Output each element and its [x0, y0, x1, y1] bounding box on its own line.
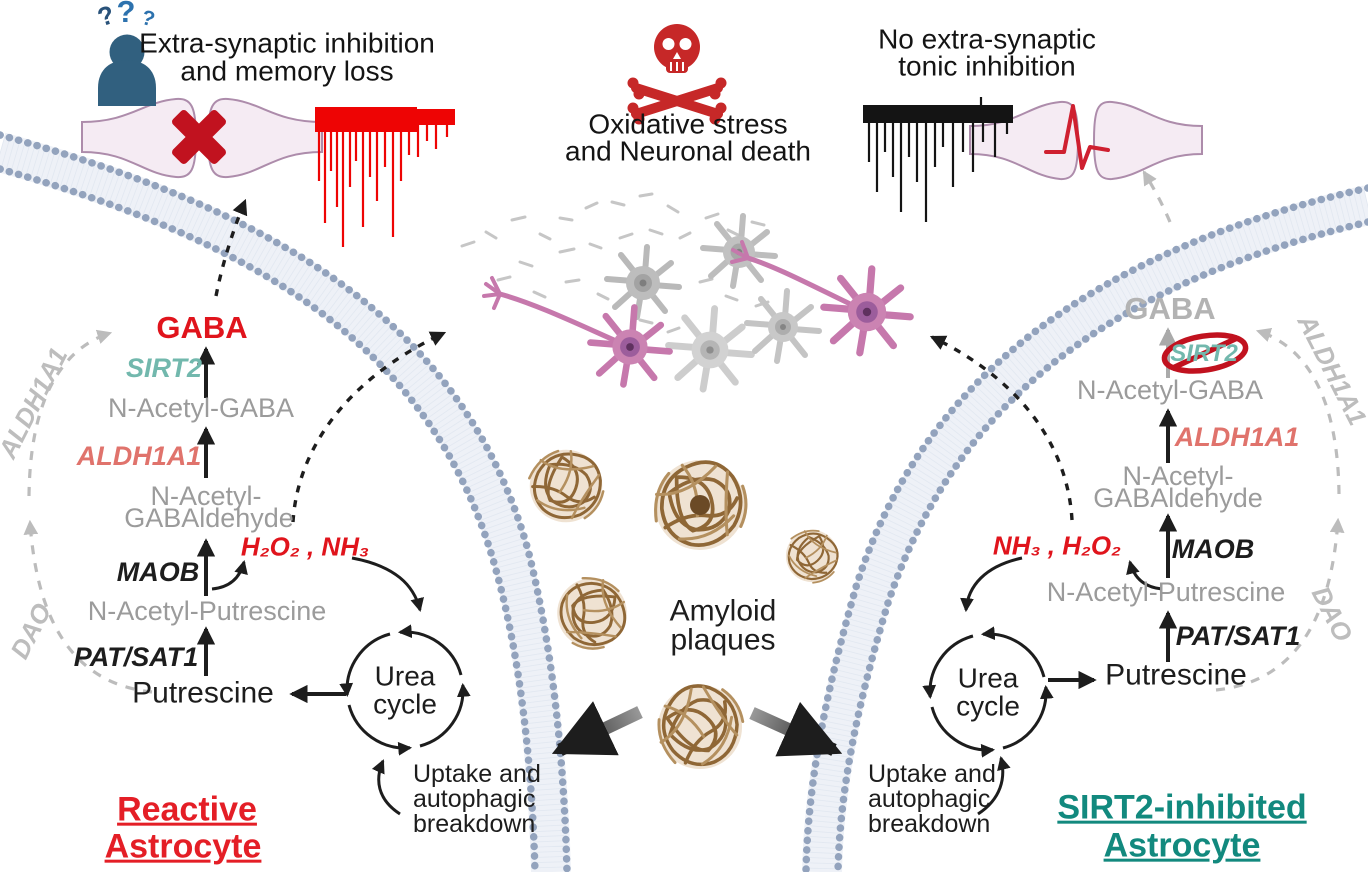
- uptake-label-right: Uptake and: [868, 760, 996, 788]
- maob-enzyme-right: MAOB: [1171, 534, 1255, 565]
- pat-sat1-enzyme-left: PAT/SAT1: [73, 642, 199, 673]
- urea-cycle-label-right: cycle: [956, 690, 1020, 722]
- prohibition-icon: [1161, 332, 1249, 374]
- reactive-astrocyte-title: Reactive: [117, 790, 257, 829]
- dying-neuron: [669, 309, 752, 390]
- n-acetyl-gabaldehyde-left: N-Acetyl-: [150, 481, 262, 512]
- byproducts-left: H₂O₂ , NH₃: [240, 531, 370, 562]
- aldh1a1-enzyme-right: ALDH1A1: [1174, 422, 1300, 453]
- dao-alt-pathway-right: [1215, 517, 1345, 692]
- aldh1a1-alt-pathway-left: [27, 329, 113, 497]
- caption-memory-loss: and memory loss: [180, 55, 394, 87]
- caption-oxidative-stress: and Neuronal death: [565, 135, 811, 167]
- left-to-neurons-arrow: [291, 331, 447, 523]
- plaque-uptake-arrow-right: [749, 701, 843, 757]
- skull-crossbones-icon: [627, 24, 727, 125]
- to-right-synapse-arrow: [1142, 170, 1172, 223]
- uptake-label-left: Uptake and: [413, 760, 541, 788]
- action-potential-icon: [1044, 104, 1110, 170]
- sirt2-inhibited-astrocyte-title: SIRT2-inhibited: [1057, 788, 1307, 827]
- n-acetyl-putrescine-left: N-Acetyl-Putrescine: [87, 596, 327, 627]
- reactive-astrocyte-title: Astrocyte: [104, 827, 262, 866]
- sirt2-inhibited-astrocyte-title: Astrocyte: [1103, 826, 1261, 865]
- urea-cycle-label-left: Urea: [374, 660, 436, 692]
- dashed-arrows: [23, 170, 1345, 694]
- dying-neuron: [747, 291, 819, 361]
- amyloid-plaque: [520, 441, 612, 531]
- putrescine-right: Putrescine: [1105, 658, 1247, 692]
- amyloid-plaque: [639, 444, 761, 566]
- uptake-label-right: autophagic: [868, 785, 991, 813]
- blocked-synapse-illustration: [81, 97, 323, 179]
- uptake-label-left: breakdown: [413, 810, 536, 838]
- n-acetyl-gabaldehyde-left: GABAldehyde: [124, 503, 294, 534]
- healthy-neuron: [482, 276, 670, 384]
- nh3-to-urea-arrow: [351, 556, 424, 613]
- sirt2-enzyme-right: SIRT2: [1170, 339, 1238, 367]
- person-icon: [98, 34, 156, 106]
- uptake-to-urea-arrow: [977, 755, 1011, 816]
- n-acetyl-gaba-right: N-Acetyl-GABA: [1076, 375, 1264, 406]
- caption-no-tonic-inhibition: No extra-synaptic: [878, 23, 1096, 55]
- urea-cycle-label-left: cycle: [373, 688, 437, 720]
- amyloid-plaques-label: plaques: [670, 623, 776, 657]
- putrescine-left: Putrescine: [132, 676, 274, 710]
- n-acetyl-putrescine-right: N-Acetyl-Putrescine: [1046, 577, 1286, 608]
- amyloid-plaque: [773, 517, 851, 595]
- gaba-to-synapse-arrow: [214, 198, 248, 297]
- gaba-label-right: GABA: [1124, 291, 1216, 327]
- black-trace-recording: [863, 97, 1013, 222]
- n-acetyl-gabaldehyde-right: GABAldehyde: [1093, 483, 1263, 514]
- dao-alt-pathway-left: [23, 519, 153, 694]
- active-synapse-illustration: [969, 100, 1203, 181]
- nh3-to-urea-arrow: [960, 556, 1023, 613]
- plaque-uptake-arrow-left: [551, 701, 643, 756]
- amyloid-plaque: [547, 567, 637, 659]
- n-acetyl-gabaldehyde-right: N-Acetyl-: [1122, 461, 1234, 492]
- question-mark-icon: ?: [116, 0, 136, 30]
- red-trace-recording: [315, 107, 455, 247]
- byproducts-right: NH₃ , H₂O₂: [992, 530, 1122, 561]
- right-to-neurons-arrow: [929, 335, 1074, 521]
- healthy-neuron: [730, 240, 910, 353]
- maob-byproduct-arrow: [211, 559, 248, 591]
- red-x-icon: [172, 110, 226, 164]
- amyloid-plaque: [638, 665, 762, 789]
- dying-neuron: [607, 247, 679, 317]
- uptake-to-urea-arrow: [371, 759, 401, 816]
- uptake-label-left: autophagic: [413, 785, 536, 813]
- amyloid-plaques-label: Amyloid: [669, 594, 777, 628]
- caption-memory-loss: Extra-synaptic inhibition: [139, 27, 435, 59]
- uptake-label-right: breakdown: [868, 810, 991, 838]
- pat-sat1-enzyme-right: PAT/SAT1: [1175, 621, 1301, 652]
- aldh1a1-enzyme-left: ALDH1A1: [76, 441, 202, 472]
- right-pathway-arrows: [960, 327, 1178, 816]
- caption-no-tonic-inhibition: tonic inhibition: [898, 50, 1076, 82]
- maob-byproduct-arrow: [1126, 559, 1163, 591]
- gaba-label-left: GABA: [156, 310, 248, 346]
- sirt2-enzyme-left: SIRT2: [125, 353, 203, 384]
- urea-cycle-label-right: Urea: [957, 662, 1019, 694]
- maob-enzyme-left: MAOB: [116, 557, 200, 588]
- n-acetyl-gaba-left: N-Acetyl-GABA: [107, 393, 295, 424]
- left-pathway-arrows: [196, 346, 424, 816]
- caption-oxidative-stress: Oxidative stress: [588, 108, 788, 140]
- aldh1a1-alt-pathway-right: [1255, 327, 1341, 495]
